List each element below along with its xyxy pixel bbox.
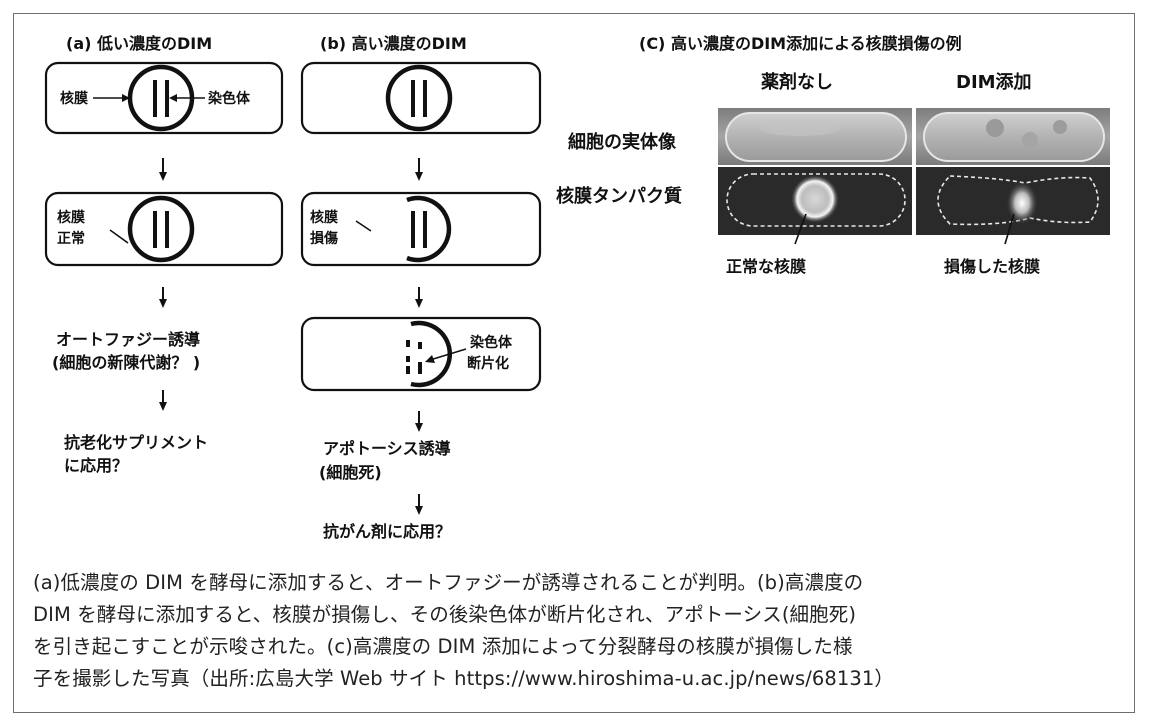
panel-b-cell-2 (300, 191, 542, 267)
caption-line-3: を引き起こすことが示唆された。(c)高濃度の DIM 添加によって分裂酵母の核膜… (33, 635, 853, 658)
panel-c-row-cell-image: 細胞の実体像 (568, 131, 677, 153)
panel-b-fragment-line1: 染色体 (470, 334, 513, 351)
panel-a-outcome-line1: オートファジー誘導 (56, 330, 200, 349)
arrow-head-a-1 (159, 172, 167, 181)
figure-caption: (a)低濃度の DIM を酵母に添加すると、オートファジーが誘導されることが判明… (33, 567, 1123, 695)
arrow-head-a-3 (159, 402, 167, 411)
pointer-fragment (429, 348, 467, 361)
pointer-head-fragment (425, 355, 435, 363)
panel-b-nucleus-1 (385, 64, 453, 132)
panel-a-cell-1 (44, 61, 284, 135)
micrograph-brightfield-dim (916, 108, 1110, 165)
panel-a-title: (a) 低い濃度のDIM (66, 34, 212, 53)
panel-a-normal-line1: 核膜 (57, 209, 85, 226)
panel-c-col-no-drug: 薬剤なし (761, 71, 833, 93)
panel-c-label-normal: 正常な核膜 (726, 257, 806, 276)
panel-b-application: 抗がん剤に応用？ (323, 522, 451, 541)
caption-line-2: DIM を酵母に添加すると、核膜が損傷し、その後染色体が断片化され、アポトーシス… (33, 603, 857, 626)
panel-c-row-protein: 核膜タンパク質 (556, 185, 682, 207)
micrograph-brightfield-no-drug (718, 108, 912, 165)
panel-b-damage-line2: 損傷 (310, 230, 338, 247)
panel-b-outcome-line1: アポトーシス誘導 (323, 439, 451, 458)
panel-b-damaged-nucleus (406, 195, 452, 263)
panel-a-label-nuclear-membrane: 核膜 (60, 90, 88, 107)
figure-frame (13, 13, 1135, 713)
panel-c-label-damaged: 損傷した核膜 (944, 257, 1040, 276)
pointer-damage (355, 220, 372, 232)
panel-a-normal-line2: 正常 (57, 230, 85, 247)
panel-b-damage-line1: 核膜 (310, 209, 338, 226)
panel-a-label-chromosome: 染色体 (208, 90, 251, 107)
micrograph-fluorescence-dim (916, 167, 1110, 235)
pointer-normal (109, 229, 129, 244)
panel-b-fragment-line2: 断片化 (467, 355, 509, 372)
pointer-head-chromosome (169, 94, 177, 102)
arrow-head-b-3 (415, 423, 423, 432)
panel-b-cell-1 (300, 61, 542, 135)
pointer-damaged-membrane (1004, 213, 1015, 245)
panel-c-title: (C) 高い濃度のDIM添加による核膜損傷の例 (639, 34, 962, 53)
panel-b-title: (b) 高い濃度のDIM (320, 34, 467, 53)
panel-a-application-line1: 抗老化サプリメント (64, 433, 208, 452)
panel-a-application-line2: に応用？ (64, 456, 128, 475)
arrow-head-b-4 (415, 506, 423, 515)
panel-a-cell-2 (44, 191, 284, 267)
panel-a-nucleus-2 (127, 195, 195, 263)
arrow-head-b-2 (415, 299, 423, 308)
pointer-head-nuclear-membrane (122, 94, 130, 102)
caption-line-4: 子を撮影した写真（出所:広島大学 Web サイト https://www.hir… (33, 667, 895, 690)
arrow-head-b-1 (415, 172, 423, 181)
panel-b-cell-3 (300, 316, 542, 392)
panel-c-col-dim: DIM添加 (956, 71, 1032, 93)
micrograph-fluorescence-no-drug (718, 167, 912, 235)
panel-b-outcome-line2: (細胞死) (319, 463, 382, 482)
pointer-normal-membrane (794, 213, 807, 245)
arrow-head-a-2 (159, 299, 167, 308)
caption-line-1: (a)低濃度の DIM を酵母に添加すると、オートファジーが誘導されることが判明… (33, 571, 864, 594)
panel-a-outcome-line2: (細胞の新陳代謝？ ) (52, 353, 200, 372)
